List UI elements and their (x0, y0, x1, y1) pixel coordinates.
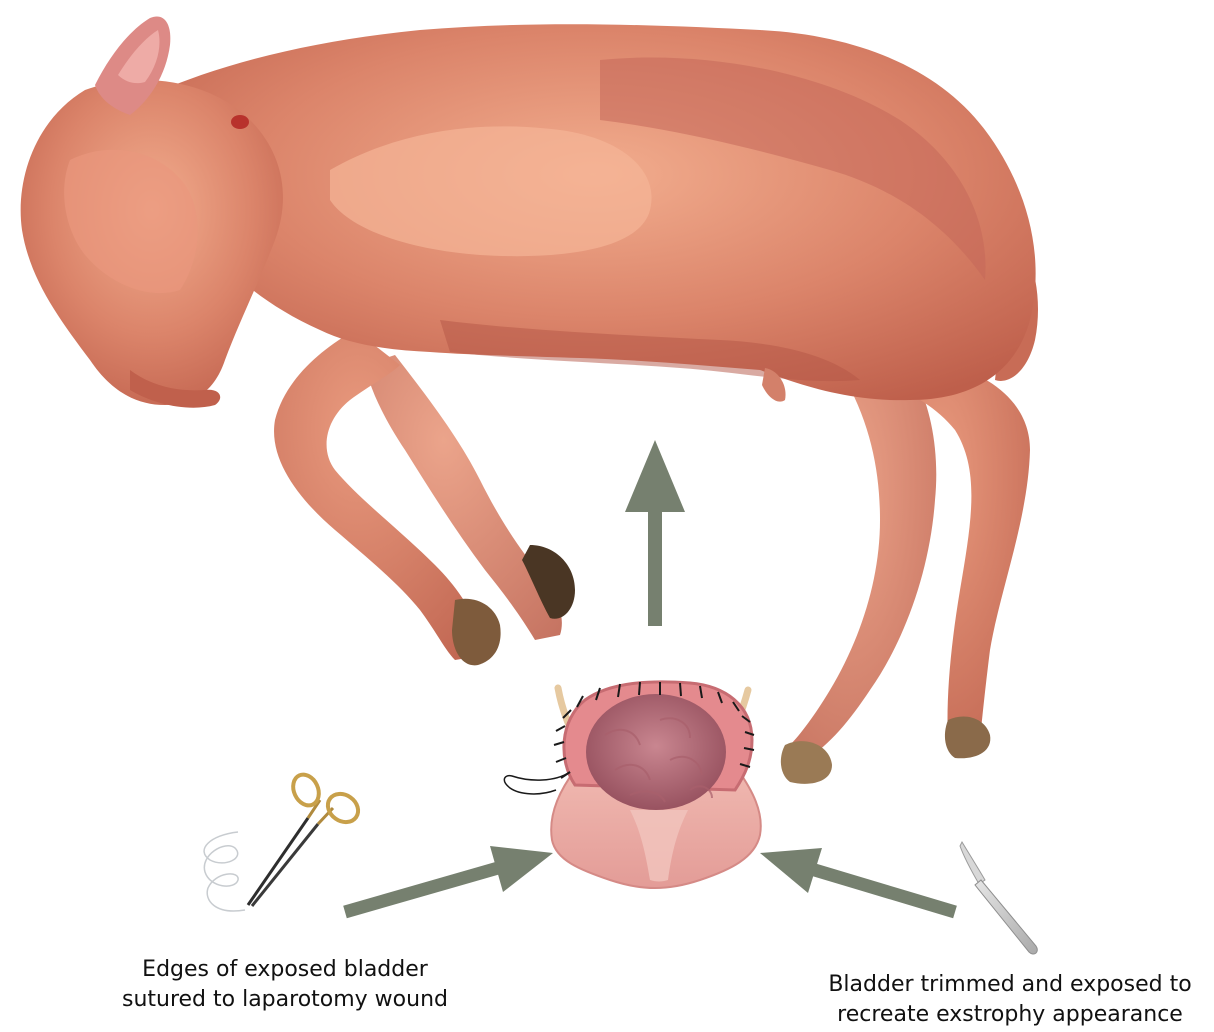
lamb-hoof-front-near (452, 599, 501, 666)
lamb-hoof-hind-near (945, 716, 990, 758)
scalpel-handle (975, 880, 1037, 954)
arrow-left-head (490, 846, 553, 892)
lamb-front-leg-far (365, 355, 562, 640)
lamb-illustration (21, 17, 1038, 784)
arrow-right-shaft (808, 868, 955, 912)
lamb-hind-leg-far (790, 370, 936, 760)
lamb-eye (231, 115, 249, 129)
arrow-up-shaft (648, 500, 662, 626)
bladder-suture-thread (504, 772, 570, 794)
scalpel-icon (960, 842, 1037, 954)
arrow-up-head (625, 440, 685, 512)
lamb-hoof-hind-far (781, 741, 832, 784)
arrow-left-to-bladder (345, 846, 553, 912)
suture-thread (204, 832, 245, 911)
caption-right: Bladder trimmed and exposed to recreate … (815, 970, 1205, 1030)
arrow-up (625, 440, 685, 626)
forceps-jaw-2 (252, 824, 318, 906)
needle-holder-forceps-icon (204, 770, 363, 911)
arrow-right-to-bladder (760, 848, 955, 912)
caption-left-line-1: Edges of exposed bladder (95, 955, 475, 985)
arrow-left-shaft (345, 866, 505, 912)
caption-right-line-2: recreate exstrophy appearance (815, 1000, 1205, 1030)
forceps-ring-2 (322, 788, 363, 828)
caption-left-line-2: sutured to laparotomy wound (95, 985, 475, 1015)
caption-left: Edges of exposed bladder sutured to lapa… (95, 955, 475, 1015)
forceps-jaw-1 (248, 818, 308, 905)
arrow-right-head (760, 848, 822, 893)
caption-right-line-1: Bladder trimmed and exposed to (815, 970, 1205, 1000)
scalpel-blade (960, 842, 985, 884)
